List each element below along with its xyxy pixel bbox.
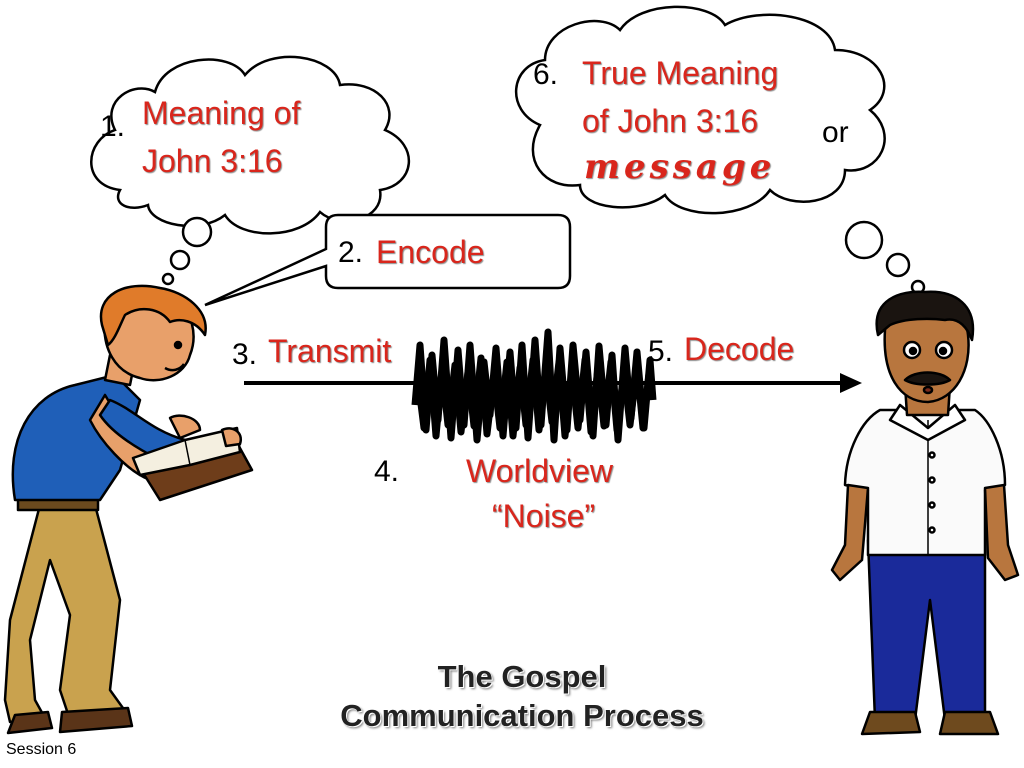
step-2-label: Encode bbox=[376, 234, 485, 270]
noise-scribble-icon bbox=[411, 328, 657, 444]
speech-bubble-icon bbox=[204, 213, 572, 307]
thought-bubble-icon-right bbox=[514, 5, 926, 295]
step-6-or-connector: or bbox=[822, 116, 849, 149]
step-5-number: 5. bbox=[648, 335, 674, 368]
step-6-label-line2: of John 3:16 bbox=[582, 103, 759, 139]
step-5-label: Decode bbox=[684, 331, 795, 367]
step-6-label-line1: True Meaning bbox=[582, 55, 779, 91]
step-1-label-line2: John 3:16 bbox=[142, 143, 283, 179]
session-footer: Session 6 bbox=[6, 741, 77, 758]
step-2-number: 2. bbox=[338, 236, 364, 269]
thought-bubble-icon bbox=[90, 55, 411, 286]
step-4-label-line2: “Noise” bbox=[492, 498, 596, 534]
reader-figure-icon bbox=[3, 284, 254, 735]
diagram-title-line1: The Gospel bbox=[437, 659, 607, 694]
diagram-title-line2: Communication Process bbox=[340, 697, 704, 733]
step-1-label-line1: Meaning of bbox=[142, 95, 301, 131]
diagram-title: The Gospel Communication Process bbox=[312, 658, 732, 736]
step-1-number: 1. bbox=[100, 110, 126, 143]
listener-figure-icon bbox=[830, 290, 1020, 736]
step-6-garbled-message: message bbox=[584, 147, 776, 187]
step-3-number: 3. bbox=[232, 338, 258, 371]
step-3-label: Transmit bbox=[268, 333, 392, 369]
step-4-number: 4. bbox=[374, 455, 400, 488]
step-6-number: 6. bbox=[533, 58, 559, 91]
step-4-label-line1: Worldview bbox=[466, 453, 613, 489]
